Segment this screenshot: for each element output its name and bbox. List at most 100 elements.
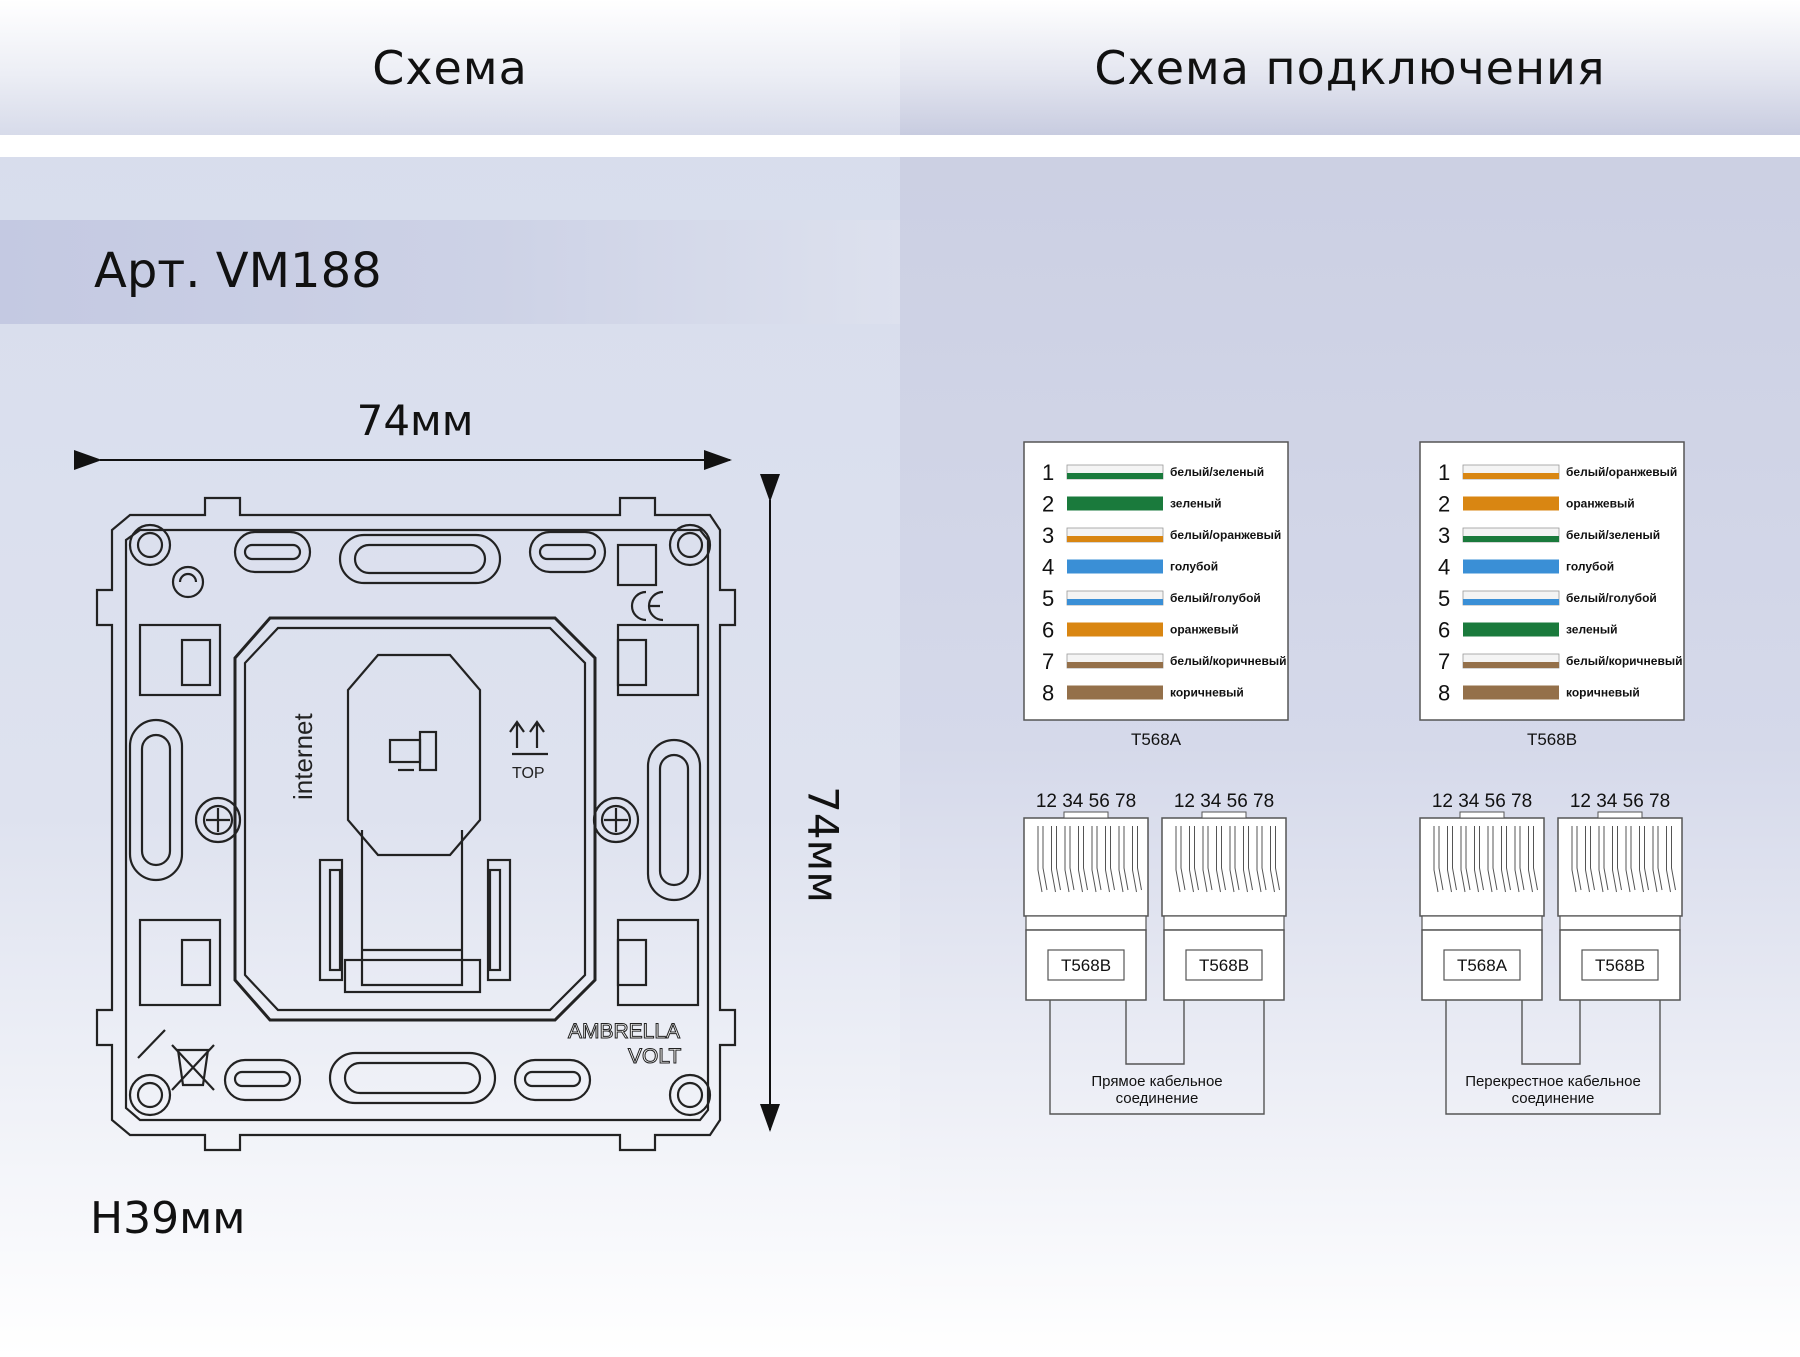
pin-number: 6 — [1438, 618, 1450, 643]
plug-contact — [1202, 826, 1213, 893]
plug-label-box — [1047, 949, 1125, 981]
wire-swatch — [1067, 622, 1163, 637]
pin-numbers: 12 34 56 78 — [1432, 791, 1532, 812]
pin-wire-label: голубой — [1170, 560, 1218, 574]
plug-latch — [1597, 811, 1643, 819]
plug-contact — [1270, 826, 1280, 893]
connection-diagrams: 12 34 56 78 12 34 56 78 T568B T568B Прямое к… — [1023, 791, 1683, 1115]
pin-wire-label: белый/коричневый — [1170, 654, 1286, 668]
pin-number: 8 — [1438, 681, 1450, 706]
plug-neck — [1559, 915, 1681, 931]
plug-contact — [1501, 826, 1511, 893]
plug-contact — [1474, 826, 1484, 893]
pin-wire-label: белый/коричневый — [1566, 654, 1682, 668]
wire-swatch — [1463, 685, 1559, 700]
wire-swatch — [1463, 496, 1559, 511]
brand-line1: AMBRELLA — [568, 1020, 680, 1043]
plug-latch — [1201, 811, 1247, 819]
plug-neck — [1421, 915, 1543, 931]
plug-standard-label: T568B — [1199, 956, 1249, 975]
rj45-plug: T568B — [1557, 811, 1683, 1001]
plug-contact — [1037, 826, 1048, 893]
standard-name: T568B — [1527, 730, 1577, 749]
pin-wire-label: зеленый — [1170, 497, 1222, 511]
pin-numbers: 12 34 56 78 — [1036, 791, 1136, 812]
plug-contact — [1639, 826, 1649, 893]
pin-wire-label: голубой — [1566, 560, 1614, 574]
wire-swatch — [1067, 496, 1163, 511]
wire-stripe — [1463, 599, 1559, 605]
plug-contact — [1243, 826, 1253, 893]
plug-latch — [1063, 811, 1109, 819]
rj45-plug: T568A — [1419, 811, 1545, 1001]
plug-label-box — [1443, 949, 1521, 981]
pin-number: 3 — [1438, 523, 1450, 548]
width-dimension-label: 74мм — [356, 396, 474, 445]
internet-label: internet — [288, 713, 318, 800]
wire-stripe — [1067, 473, 1163, 479]
article-label: Арт. VM188 — [94, 243, 382, 299]
pin-number: 5 — [1042, 586, 1054, 611]
top-label: TOP — [512, 765, 545, 782]
wire-stripe — [1463, 662, 1559, 668]
plug-standard-label: T568B — [1595, 956, 1645, 975]
pin-number: 1 — [1438, 460, 1450, 485]
plug-contact — [1514, 826, 1525, 893]
pinout-table-frame — [1023, 441, 1289, 721]
pin-wire-label: белый/голубой — [1170, 591, 1261, 605]
pin-wire-label: зеленый — [1566, 623, 1618, 637]
plug-label-box — [1185, 949, 1263, 981]
wire-swatch — [1463, 559, 1559, 574]
product-drawing: internet TOP AMBRELLA VOLT — [74, 450, 780, 1152]
plug-contact — [1528, 826, 1538, 893]
wire-swatch — [1067, 559, 1163, 574]
plug-contact — [1652, 826, 1663, 893]
wire-stripe — [1067, 536, 1163, 542]
pinout-table-frame — [1419, 441, 1685, 721]
plug-latch — [1459, 811, 1505, 819]
plug-contact — [1433, 826, 1444, 893]
wire-stripe — [1067, 662, 1163, 668]
connection-caption-line2: соединение — [1512, 1090, 1595, 1107]
wire-stripe — [1463, 473, 1559, 479]
brand-line2: VOLT — [628, 1045, 681, 1068]
plug-contact — [1585, 826, 1595, 893]
plug-contact — [1229, 826, 1240, 893]
plug-contact — [1105, 826, 1115, 893]
pin-wire-label: белый/зеленый — [1566, 528, 1660, 542]
wire-swatch — [1067, 685, 1163, 700]
plug-standard-label: T568B — [1061, 956, 1111, 975]
cable-outline — [1049, 1000, 1265, 1115]
wire-stripe — [1067, 599, 1163, 605]
connection-caption-line1: Прямое кабельное — [1091, 1073, 1222, 1090]
connection-caption-line1: Перекрестное кабельное — [1465, 1073, 1641, 1090]
plug-contact — [1612, 826, 1622, 893]
plug-contact — [1447, 826, 1457, 893]
plug-contact — [1460, 826, 1471, 893]
pin-number: 2 — [1438, 492, 1450, 517]
rj45-plug: T568B — [1023, 811, 1149, 1001]
pin-number: 7 — [1438, 649, 1450, 674]
plug-neck — [1025, 915, 1147, 931]
plug-contact — [1051, 826, 1061, 893]
pin-number: 4 — [1042, 555, 1054, 580]
pin-numbers: 12 34 56 78 — [1174, 791, 1274, 812]
plug-contact — [1091, 826, 1102, 893]
pin-number: 5 — [1438, 586, 1450, 611]
cable-outline — [1445, 1000, 1661, 1115]
socket-frame — [95, 496, 737, 1152]
header-left-title: Схема — [0, 0, 900, 135]
pin-wire-label: белый/голубой — [1566, 591, 1657, 605]
plug-contact — [1256, 826, 1267, 893]
pin-number: 7 — [1042, 649, 1054, 674]
pin-number: 3 — [1042, 523, 1054, 548]
pin-number: 6 — [1042, 618, 1054, 643]
pin-wire-label: коричневый — [1566, 686, 1640, 700]
plug-label-box — [1581, 949, 1659, 981]
plug-contact — [1118, 826, 1129, 893]
